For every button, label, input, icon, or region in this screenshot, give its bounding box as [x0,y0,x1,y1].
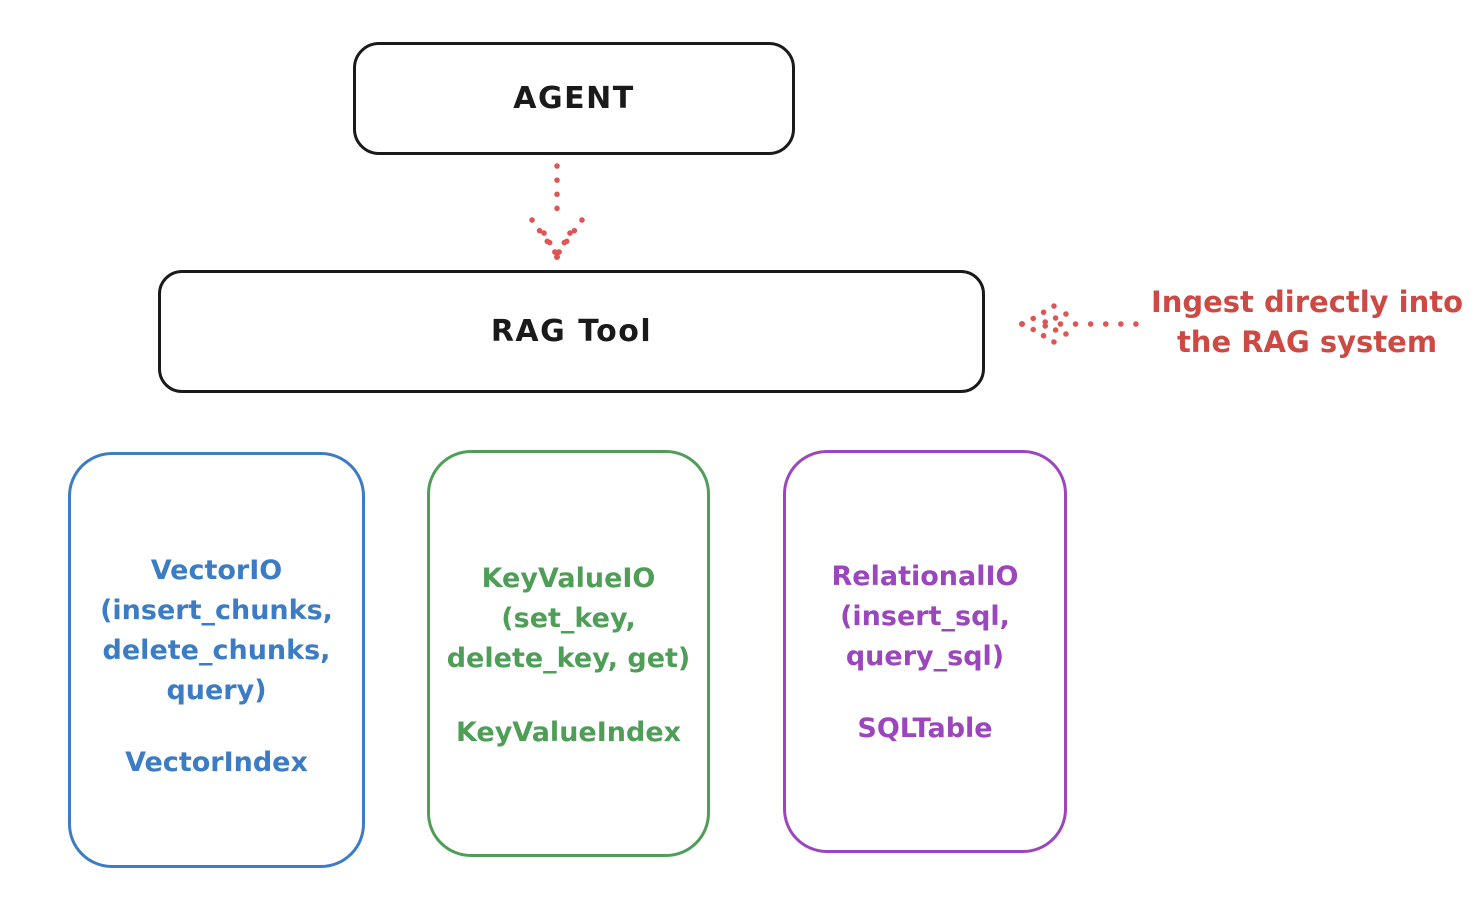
agent-to-rag-arrow-icon [529,163,585,260]
vector-io-line: VectorIO [150,555,283,586]
rag-tool-label: RAG Tool [490,314,653,349]
ingest-annotation-line1: Ingest directly into [1150,285,1464,319]
vector-io-line: (insert_chunks, [100,595,333,626]
rag-tool-box: RAG Tool [158,270,985,393]
agent-box: AGENT [353,42,795,155]
relational-io-box: RelationalIO (insert_sql, query_sql) SQL… [783,450,1067,853]
vector-io-line: delete_chunks, [102,635,331,666]
vector-index-label: VectorIndex [125,747,308,778]
relational-io-line: (insert_sql, [840,601,1010,632]
keyvalue-io-box: KeyValueIO (set_key, delete_key, get) Ke… [427,450,710,857]
relational-io-line: query_sql) [845,641,1005,672]
agent-label: AGENT [513,81,635,116]
vector-io-line: query) [166,675,267,706]
keyvalue-io-line: KeyValueIO [481,563,656,594]
keyvalue-io-line: delete_key, get) [446,643,691,674]
relational-io-title: RelationalIO (insert_sql, query_sql) [786,557,1064,677]
vector-io-title: VectorIO (insert_chunks, delete_chunks, … [71,551,362,711]
ingest-annotation: Ingest directly into the RAG system [1135,282,1479,362]
ingest-arrow-icon [1019,303,1139,345]
keyvalue-io-title: KeyValueIO (set_key, delete_key, get) [430,559,707,679]
keyvalue-io-line: (set_key, [501,603,636,634]
sql-table-label: SQLTable [857,713,993,744]
keyvalue-index-label: KeyValueIndex [455,717,682,748]
relational-io-line: RelationalIO [831,561,1019,592]
vector-io-box: VectorIO (insert_chunks, delete_chunks, … [68,452,365,868]
ingest-annotation-line2: the RAG system [1176,325,1438,359]
